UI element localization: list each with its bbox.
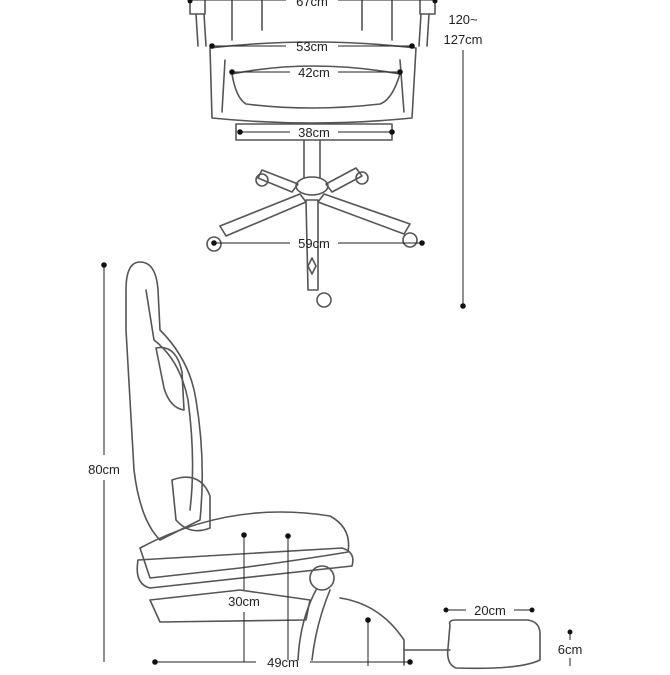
front-view-chair xyxy=(189,0,436,308)
footrest-length-label: 20cm xyxy=(474,603,506,618)
armrest-height-label: 30cm xyxy=(228,594,260,609)
height-range-label-line1: 120~ xyxy=(448,12,478,27)
footrest-width-label: 38cm xyxy=(298,125,330,140)
height-range-label-line2: 127cm xyxy=(443,32,482,47)
seat-width-label: 53cm xyxy=(296,39,328,54)
base-width-label: 59cm xyxy=(298,236,330,251)
footrest-thickness-label: 6cm xyxy=(558,642,583,657)
side-view-dimensions: 80cm 30cm 49cm 20cm 6cm xyxy=(88,262,582,670)
backrest-height-label: 80cm xyxy=(88,462,120,477)
seat-depth-label: 49cm xyxy=(267,655,299,670)
front-view-dimensions: 67cm 53cm 42cm 38cm 59cm 120~ 127cm xyxy=(187,0,483,309)
cushion-width-label: 42cm xyxy=(298,65,330,80)
side-view-chair xyxy=(125,261,541,670)
overall-width-label: 67cm xyxy=(296,0,328,9)
